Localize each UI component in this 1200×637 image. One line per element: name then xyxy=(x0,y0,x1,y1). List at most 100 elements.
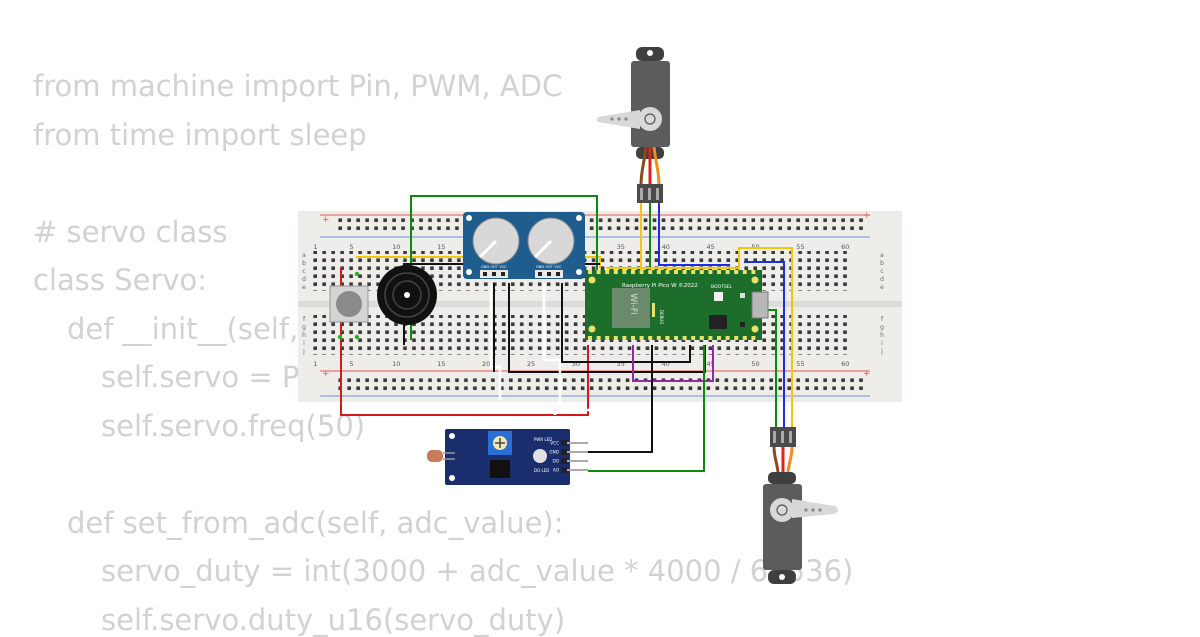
buzzer-hole xyxy=(404,292,410,298)
pico-pin xyxy=(674,336,678,340)
code-line: def set_from_adc(self, adc_value): xyxy=(67,505,564,540)
servo-bottom-body xyxy=(763,484,802,570)
servo-bottom[interactable] xyxy=(763,427,838,584)
wire-blue-servo-top[interactable] xyxy=(658,203,730,266)
row-letter: b xyxy=(880,260,884,267)
push-button[interactable] xyxy=(329,271,369,340)
terminal-holes-bottom xyxy=(311,315,851,355)
wire-black-pot2[interactable] xyxy=(561,283,691,363)
column-number: 1 xyxy=(313,360,317,368)
wire-purple[interactable] xyxy=(632,345,714,382)
pot-module-hole xyxy=(466,269,472,275)
row-letter: c xyxy=(302,268,305,275)
row-letter: d xyxy=(302,276,306,283)
pico-pin xyxy=(742,336,747,340)
pot-pin-label: GND xyxy=(536,265,544,269)
pico-pin xyxy=(631,270,635,274)
column-number: 15 xyxy=(437,360,445,368)
row-letter: g xyxy=(880,324,884,331)
row-letter: e xyxy=(302,284,306,291)
wire-white-pot1[interactable] xyxy=(489,283,502,400)
pot-pin-label: OUT xyxy=(545,265,553,269)
wires xyxy=(340,195,793,472)
ldr-module-body xyxy=(445,429,570,485)
row-letter: a xyxy=(880,252,884,259)
wire-black-ldr[interactable] xyxy=(588,345,653,453)
pico-body xyxy=(585,270,762,340)
wire-red-button[interactable] xyxy=(340,268,589,416)
column-number: 35 xyxy=(617,243,625,251)
ldr-hole xyxy=(449,433,455,439)
pico-debug-label: DEBUG xyxy=(659,310,664,324)
pot-knob-left-indicator xyxy=(478,239,498,259)
row-letter: g xyxy=(302,324,306,331)
buzzer[interactable] xyxy=(377,265,437,325)
pico-pin xyxy=(631,336,635,340)
row-letter: a xyxy=(302,252,306,259)
column-number: 40 xyxy=(662,360,670,368)
ldr-hole xyxy=(449,475,455,481)
pot-pin xyxy=(547,272,551,276)
ldr-pin-header xyxy=(561,449,567,455)
servo-top-horn-hole xyxy=(624,117,628,121)
servo-bottom-tab-hole xyxy=(779,574,785,580)
pot-pin xyxy=(501,272,505,276)
column-number: 40 xyxy=(662,243,670,251)
rail-plus-top-right: + xyxy=(863,211,871,221)
pot-knob-right-indicator xyxy=(533,239,553,259)
pico-pin xyxy=(596,336,601,340)
pico-wifi-module xyxy=(612,288,650,328)
push-button-leg xyxy=(337,334,343,340)
servo-top-body xyxy=(631,61,670,147)
pico-mount-hole xyxy=(588,325,596,333)
row-letter: i xyxy=(881,340,883,347)
pico-pin xyxy=(751,270,756,274)
pico-pin xyxy=(613,336,618,340)
servo-bottom-shaft xyxy=(776,504,788,516)
row-letter: e xyxy=(880,284,884,291)
pico-pin xyxy=(605,270,610,274)
pot-pin xyxy=(492,272,496,276)
pot-pin-label: VCC xyxy=(554,265,562,269)
wire-blue-servo-bottom[interactable] xyxy=(744,261,785,428)
rail-plus-bottom-left: + xyxy=(322,369,330,379)
row-letter: h xyxy=(302,332,306,339)
servo-top[interactable] xyxy=(596,47,670,203)
column-number: 5 xyxy=(349,360,353,368)
wire-yellow-servo-bottom[interactable] xyxy=(738,247,793,428)
pico-pins-top xyxy=(588,270,756,274)
ldr-pin-header xyxy=(561,467,567,473)
ldr-pin-label: DO xyxy=(552,459,559,464)
pico-pin xyxy=(656,270,661,274)
wire-white-pot2[interactable] xyxy=(542,283,562,405)
pico-mount-hole xyxy=(751,276,759,284)
pico-led xyxy=(740,293,745,298)
pico-pin xyxy=(665,270,670,274)
ldr-pin-header xyxy=(561,458,567,464)
wire-green-ldr[interactable] xyxy=(588,345,705,472)
pico-wifi-label: Wi-Fi xyxy=(628,293,638,314)
servo-bottom-horn[interactable] xyxy=(792,499,838,518)
column-number: 60 xyxy=(841,243,849,251)
pico-bootsel-button[interactable] xyxy=(714,292,723,301)
pico-pin xyxy=(622,336,627,340)
rail-holes-top-2 xyxy=(336,226,866,234)
servo-top-connector-pin xyxy=(640,188,643,200)
rail-holes-top-1 xyxy=(336,218,866,226)
wire-white-ldr[interactable] xyxy=(553,408,650,415)
column-number: 10 xyxy=(392,243,400,251)
row-letter: h xyxy=(880,332,884,339)
pico-usb-port xyxy=(751,291,769,319)
rail-plus-top-left: + xyxy=(322,215,330,225)
pot-pin-label: GND xyxy=(481,265,489,269)
pico-pin xyxy=(665,336,670,340)
pico-w-board[interactable]: Wi-Fi Raspberry Pi Pico W ©2022 BOOTSEL … xyxy=(585,270,769,340)
